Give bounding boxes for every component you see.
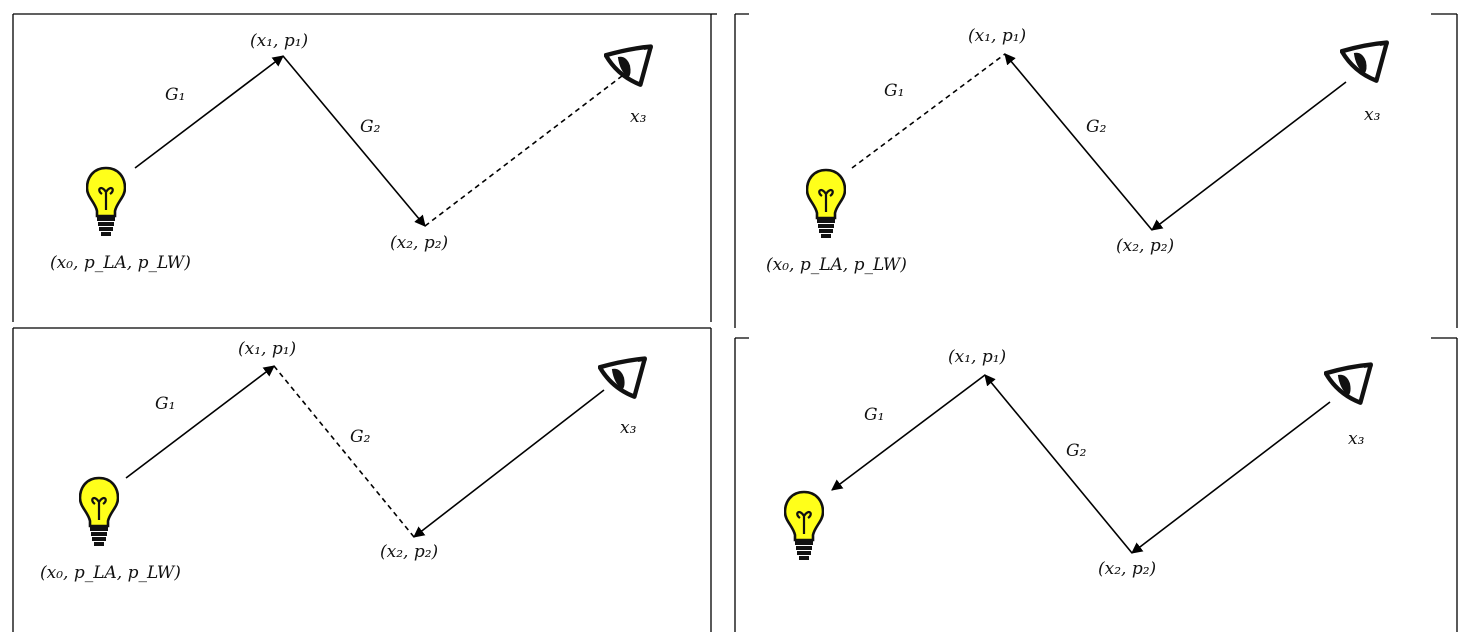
- panel-bottom-left: (x₁, p₁) G₁ G₂ (x₂, p₂) x₃ (x₀, p_LA, p_…: [12, 327, 712, 632]
- vertex-x3-label: x₃: [620, 418, 637, 438]
- lightbulb-icon: [79, 476, 119, 548]
- edge-g2-label: G₂: [1066, 441, 1087, 461]
- vertex-x3-label: x₃: [1364, 105, 1381, 125]
- vertex-x1-label: (x₁, p₁): [238, 339, 296, 359]
- panel-top-left: (x₁, p₁) G₁ G₂ (x₂, p₂) x₃ (x₀, p_LA, p_…: [12, 13, 717, 322]
- vertex-x3-label: x₃: [1348, 429, 1365, 449]
- path-segment-g2: [984, 374, 1133, 554]
- path-segment-g2: [1004, 53, 1153, 231]
- vertex-x1-label: (x₁, p₁): [250, 31, 308, 51]
- vertex-x1-label: (x₁, p₁): [968, 26, 1026, 46]
- vertex-x2-label: (x₂, p₂): [390, 233, 448, 253]
- eye-icon: [1326, 365, 1373, 403]
- edge-g1-label: G₁: [864, 405, 884, 425]
- vertex-x2-label: (x₂, p₂): [380, 542, 438, 562]
- vertex-x0-label: (x₀, p_LA, p_LW): [50, 253, 191, 273]
- panel-border: [734, 337, 1458, 632]
- vertex-x2-label: (x₂, p₂): [1116, 236, 1174, 256]
- path-segment-g2: [282, 55, 426, 227]
- panel-top-right: (x₁, p₁) G₁ G₂ (x₂, p₂) x₃ (x₀, p_LA, p_…: [734, 13, 1458, 328]
- path-segment-from-eye: [413, 389, 605, 538]
- path-segment-from-eye: [1131, 401, 1331, 554]
- eye-icon: [606, 47, 653, 85]
- vertex-x0-label: (x₀, p_LA, p_LW): [40, 563, 181, 583]
- path-segment-g2: [273, 365, 415, 538]
- panel-border: [734, 13, 1458, 328]
- panel-bottom-right: (x₁, p₁) G₁ G₂ (x₂, p₂) x₃: [734, 337, 1458, 632]
- edge-g1-label: G₁: [165, 85, 185, 105]
- edge-g2-label: G₂: [360, 117, 381, 137]
- lightbulb-icon: [806, 168, 846, 240]
- edge-g1-label: G₁: [884, 81, 904, 101]
- eye-icon: [600, 359, 647, 397]
- lightbulb-icon: [784, 490, 824, 562]
- path-segment-from-eye: [1151, 81, 1347, 231]
- edge-g2-label: G₂: [350, 427, 371, 447]
- edge-g1-label: G₁: [155, 394, 175, 414]
- path-segment-to-eye: [424, 75, 623, 227]
- edge-g2-label: G₂: [1086, 117, 1107, 137]
- lightbulb-icon: [86, 166, 126, 238]
- path-segment-g1: [831, 374, 986, 491]
- path-segment-g1: [125, 365, 275, 479]
- vertex-x2-label: (x₂, p₂): [1098, 559, 1156, 579]
- path-segment-g1: [134, 55, 284, 169]
- path-segment-g1: [851, 53, 1006, 169]
- vertex-x3-label: x₃: [630, 107, 647, 127]
- vertex-x0-label: (x₀, p_LA, p_LW): [766, 255, 907, 275]
- panel-border: [12, 13, 712, 322]
- eye-icon: [1342, 43, 1389, 81]
- vertex-x1-label: (x₁, p₁): [948, 347, 1006, 367]
- panel-border: [12, 327, 712, 632]
